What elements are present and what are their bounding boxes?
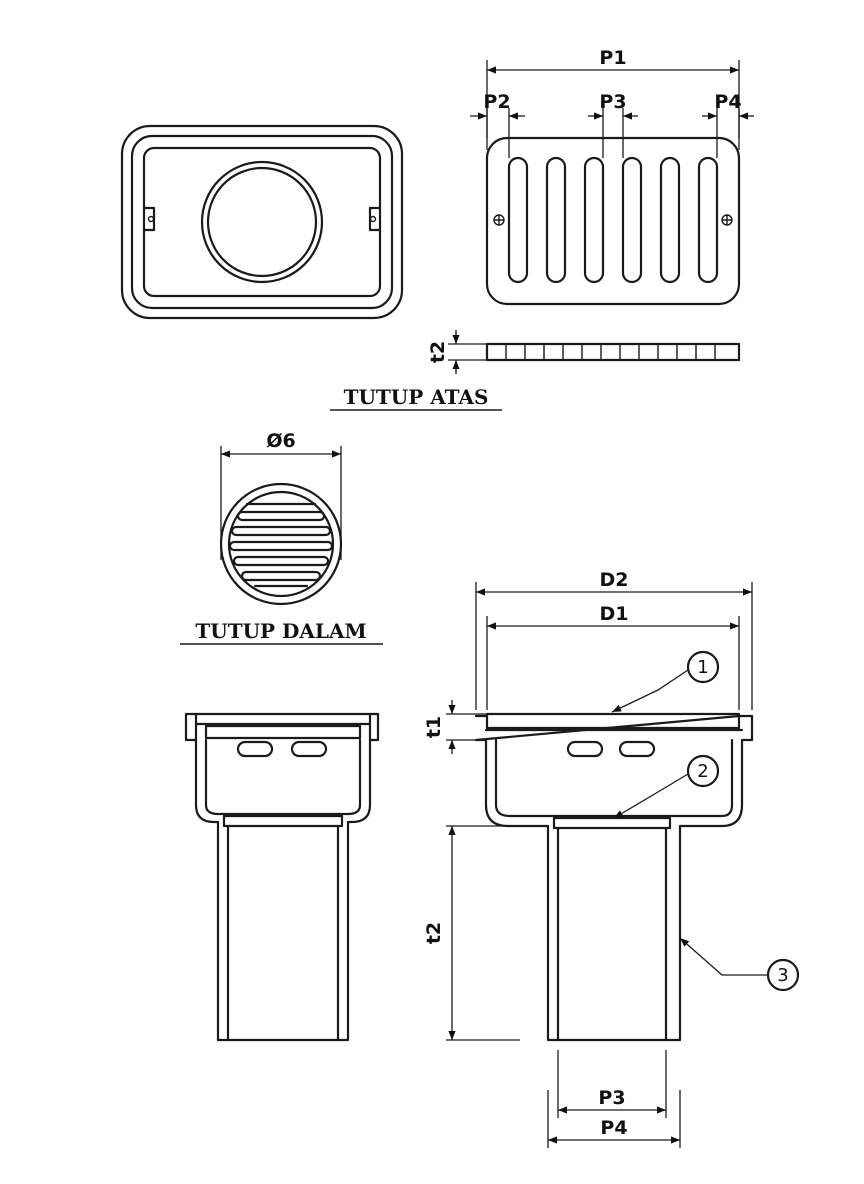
- dim-p2-label: P2: [483, 91, 510, 113]
- callout-1-label: 1: [697, 657, 708, 678]
- dim-p3-label: P3: [599, 91, 626, 113]
- elevation-left: [184, 712, 380, 1042]
- elevation-right: [446, 582, 768, 1148]
- callout-2-label: 2: [697, 761, 708, 782]
- callout-3-label: 3: [777, 965, 788, 986]
- grate-slots: [507, 156, 719, 284]
- dim-t1-label: t1: [423, 716, 445, 738]
- dim-t2-top-label: t2: [427, 341, 449, 363]
- inner-cover-view: [219, 446, 343, 606]
- dim-d1-label: D1: [600, 603, 629, 625]
- grate-top-view: [470, 60, 754, 306]
- title-inner-cover: TUTUP DALAM: [195, 619, 366, 643]
- dim-p4-label: P4: [714, 91, 741, 113]
- dim-p1-label: P1: [599, 47, 626, 69]
- screw-left: [493, 214, 505, 226]
- callout-3: 3: [766, 958, 800, 992]
- screw-right: [721, 214, 733, 226]
- callout-2: 2: [686, 754, 720, 788]
- dim-p4-bottom-label: P4: [600, 1117, 627, 1139]
- title-top-cover: TUTUP ATAS: [344, 385, 489, 409]
- dim-p3-bottom-label: P3: [598, 1087, 625, 1109]
- top-view-body: [120, 124, 404, 320]
- callout-1: 1: [686, 650, 720, 684]
- dim-phi6-label: Ø6: [266, 430, 295, 452]
- grate-section-strip: [448, 330, 741, 374]
- dim-d2-label: D2: [600, 569, 629, 591]
- dim-t2-side-label: t2: [423, 922, 445, 944]
